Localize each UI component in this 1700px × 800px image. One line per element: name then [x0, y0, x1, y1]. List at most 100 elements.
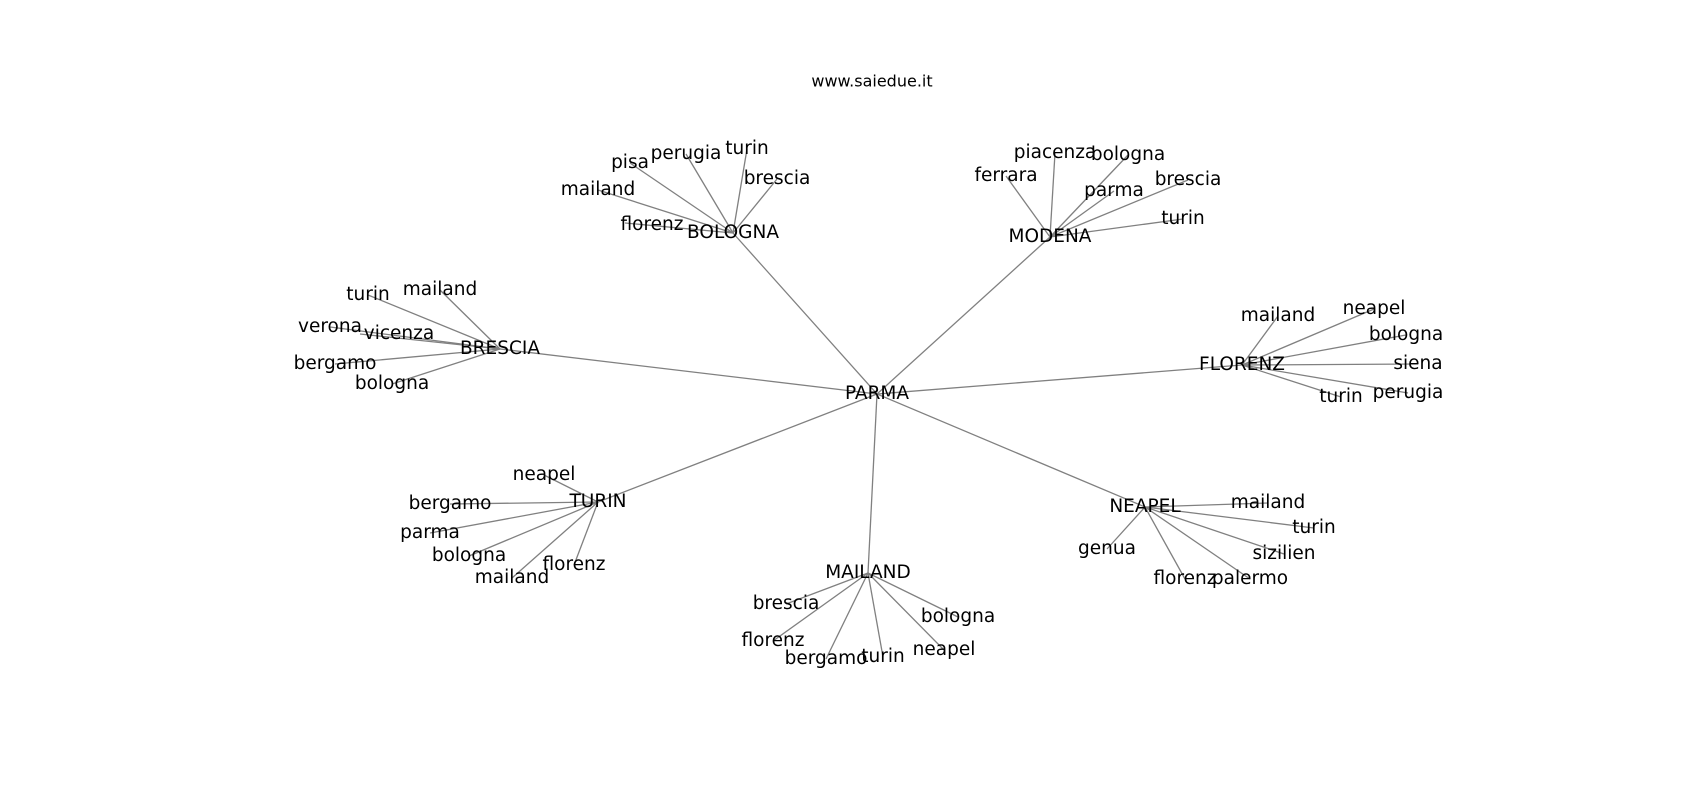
edge-bologna-brescia	[732, 178, 778, 234]
edge-mailand-florenz	[772, 572, 869, 642]
edge-modena-piacenza	[1049, 152, 1056, 238]
leaf-label-brescia-verona: verona	[298, 316, 362, 337]
leaf-label-neapel-turin: turin	[1292, 517, 1335, 538]
leaf-label-mailand-turin: turin	[861, 646, 904, 667]
leaf-label-bologna-brescia: brescia	[744, 168, 811, 189]
edge-turin-bergamo	[449, 501, 599, 505]
edge-mailand-bologna	[867, 572, 959, 618]
leaf-label-modena-piacenza: piacenza	[1014, 142, 1097, 163]
leaf-label-florenz-mailand: mailand	[1241, 305, 1315, 326]
leaf-label-turin-florenz: florenz	[543, 554, 606, 575]
leaf-label-bologna-mailand: mailand	[561, 179, 635, 200]
edge-bologna-pisa	[629, 162, 734, 234]
leaf-label-brescia-vicenza: vicenza	[364, 323, 434, 344]
edge-bologna-perugia	[685, 153, 734, 234]
edge-mailand-brescia	[785, 572, 869, 605]
edge-neapel-sizilien	[1144, 506, 1285, 555]
leaf-label-brescia-turin: turin	[346, 284, 389, 305]
leaf-label-bologna-florenz: florenz	[621, 214, 684, 235]
edge-florenz-mailand	[1241, 315, 1279, 366]
edge-modena-turin	[1049, 218, 1184, 238]
hub-label-turin: TURIN	[569, 491, 627, 512]
leaf-label-mailand-florenz: florenz	[742, 630, 805, 651]
edge-modena-ferrara	[1005, 175, 1051, 238]
edge-neapel-mailand	[1144, 502, 1269, 508]
edge-root-brescia	[499, 348, 878, 395]
edge-bologna-turin	[732, 148, 748, 234]
edge-turin-mailand	[511, 501, 599, 579]
edge-florenz-perugia	[1241, 364, 1409, 394]
edge-brescia-bergamo	[334, 348, 501, 365]
leaf-label-modena-ferrara: ferrara	[974, 165, 1037, 186]
leaf-label-modena-turin: turin	[1161, 208, 1204, 229]
edge-neapel-palermo	[1144, 506, 1251, 580]
leaf-label-mailand-neapel: neapel	[913, 639, 976, 660]
edge-florenz-turin	[1241, 364, 1342, 398]
edge-root-bologna	[732, 232, 878, 395]
leaf-label-brescia-mailand: mailand	[403, 279, 477, 300]
leaf-label-neapel-mailand: mailand	[1231, 492, 1305, 513]
edge-modena-brescia	[1049, 179, 1189, 238]
leaf-label-brescia-bergamo: bergamo	[294, 353, 377, 374]
leaf-label-bologna-turin: turin	[725, 138, 768, 159]
leaf-label-mailand-bergamo: bergamo	[785, 648, 868, 669]
edge-root-modena	[876, 236, 1051, 395]
edge-neapel-turin	[1144, 506, 1315, 529]
edge-turin-florenz	[573, 501, 599, 566]
hub-label-brescia: BRESCIA	[460, 338, 540, 359]
hub-label-florenz: FLORENZ	[1199, 354, 1285, 375]
leaf-label-neapel-florenz: florenz	[1154, 568, 1217, 589]
leaf-label-mailand-brescia: brescia	[753, 593, 820, 614]
edge-turin-bologna	[468, 501, 599, 557]
leaf-label-turin-bergamo: bergamo	[409, 493, 492, 514]
edge-brescia-bologna	[391, 348, 501, 385]
edge-bologna-mailand	[597, 189, 734, 234]
leaf-label-florenz-siena: siena	[1393, 353, 1442, 374]
leaf-label-modena-parma: parma	[1084, 180, 1144, 201]
edge-brescia-mailand	[439, 289, 501, 350]
leaf-label-bologna-perugia: perugia	[651, 143, 722, 164]
leaf-label-turin-parma: parma	[400, 522, 460, 543]
leaf-label-brescia-bologna: bologna	[355, 373, 429, 394]
leaf-label-florenz-bologna: bologna	[1369, 324, 1443, 345]
edge-root-mailand	[867, 393, 878, 574]
leaf-label-modena-bologna: bologna	[1091, 144, 1165, 165]
graph-edges	[329, 148, 1419, 660]
edge-mailand-turin	[867, 572, 884, 658]
edge-florenz-neapel	[1241, 308, 1375, 366]
edge-turin-neapel	[543, 474, 599, 503]
edge-mailand-neapel	[867, 572, 945, 651]
edge-turin-parma	[429, 501, 599, 534]
hub-label-neapel: NEAPEL	[1109, 496, 1181, 517]
hub-label-bologna: BOLOGNA	[687, 222, 779, 243]
graph-title: www.saiedue.it	[811, 72, 932, 91]
hub-label-mailand: MAILAND	[825, 562, 911, 583]
leaf-label-mailand-bologna: bologna	[921, 606, 995, 627]
edge-root-turin	[597, 393, 878, 503]
edge-brescia-turin	[367, 294, 501, 350]
edge-bologna-florenz	[624, 222, 734, 234]
edge-florenz-bologna	[1241, 334, 1407, 366]
leaf-label-neapel-sizilien: sizilien	[1252, 543, 1315, 564]
leaf-label-neapel-genua: genua	[1078, 538, 1136, 559]
leaf-label-turin-bologna: bologna	[432, 545, 506, 566]
edge-modena-bologna	[1049, 154, 1129, 238]
edge-modena-parma	[1049, 190, 1115, 238]
leaf-label-bologna-pisa: pisa	[611, 152, 649, 173]
edge-root-florenz	[876, 364, 1243, 395]
hub-label-modena: MODENA	[1009, 226, 1092, 247]
leaf-label-neapel-palermo: palermo	[1212, 568, 1288, 589]
leaf-label-florenz-neapel: neapel	[1343, 298, 1406, 319]
leaf-label-turin-mailand: mailand	[475, 567, 549, 588]
edge-root-neapel	[876, 393, 1146, 508]
edge-brescia-vicenza	[359, 333, 501, 350]
leaf-label-florenz-turin: turin	[1319, 386, 1362, 407]
leaf-label-florenz-perugia: perugia	[1373, 382, 1444, 403]
edge-neapel-genua	[1106, 506, 1146, 550]
leaf-label-modena-brescia: brescia	[1155, 169, 1222, 190]
edge-neapel-florenz	[1144, 506, 1186, 580]
edge-florenz-siena	[1241, 363, 1419, 366]
leaf-label-turin-neapel: neapel	[513, 464, 576, 485]
